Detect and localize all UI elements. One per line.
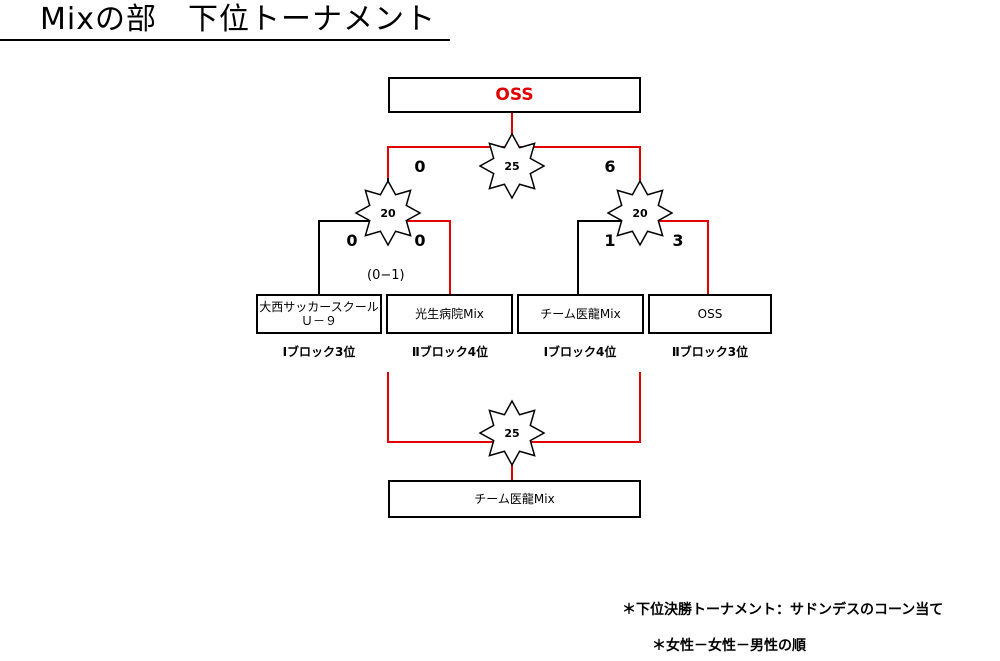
champion-name: OSS: [495, 85, 534, 105]
team-2-block-label: Ⅱブロック4位: [411, 345, 489, 359]
semifinal-2-score-right: 3: [672, 231, 684, 250]
final-right-line: [512, 146, 641, 186]
team-3-name: チーム医龍Mix: [540, 307, 621, 321]
third-place-right-line: [512, 372, 641, 443]
team-3-block-label: Ⅰブロック4位: [543, 345, 617, 359]
final-score-left: 0: [414, 157, 426, 176]
team-1-block-label: Ⅰブロック3位: [282, 345, 356, 359]
semifinal-2-score-left: 1: [604, 231, 616, 250]
third-place-left-line: [387, 372, 512, 443]
page-title: Mixの部 下位トーナメント: [40, 2, 436, 37]
note-rule-2: ＊女性－女性－男性の順: [652, 638, 806, 654]
semifinal-1-score-left: 0: [346, 231, 358, 250]
semifinal-1-score-right: 0: [414, 231, 426, 250]
semifinal-2-right-line: [640, 220, 709, 295]
final-minutes: 25: [504, 160, 519, 173]
star-badge-final: 25: [478, 132, 546, 200]
third-place-result-name: チーム医龍Mix: [474, 492, 555, 506]
semifinal-1-right-line: [388, 220, 451, 295]
title-underline: [0, 39, 450, 41]
champion-box: OSS: [388, 77, 641, 113]
team-box-1: 大西サッカースクール Ｕ－９: [256, 294, 382, 334]
star-badge-semifinal-1: 20: [354, 179, 422, 247]
semifinal-1-minutes: 20: [380, 207, 396, 220]
team-1-name: 大西サッカースクール: [259, 300, 379, 314]
final-score-right: 6: [604, 157, 616, 176]
semifinal-2-left-line: [577, 220, 640, 295]
team-box-3: チーム医龍Mix: [517, 294, 644, 334]
third-place-result-box: チーム医龍Mix: [388, 480, 641, 518]
star-badge-third-place: 25: [478, 399, 546, 467]
team-box-2: 光生病院Mix: [386, 294, 513, 334]
star-badge-semifinal-2: 20: [606, 179, 674, 247]
team-1-subname: Ｕ－９: [300, 314, 337, 328]
team-2-name: 光生病院Mix: [415, 307, 484, 321]
note-rule-1: ＊下位決勝トーナメント：サドンデスのコーン当て: [622, 602, 944, 618]
semifinal-1-left-line: [318, 220, 388, 295]
team-4-block-label: Ⅱブロック3位: [671, 345, 749, 359]
team-box-4: OSS: [648, 294, 772, 334]
team-4-name: OSS: [697, 307, 723, 321]
semifinal-1-pk-result: (0−1): [367, 268, 405, 283]
semifinal-2-minutes: 20: [632, 207, 648, 220]
third-place-minutes: 25: [504, 427, 519, 440]
final-left-line: [387, 146, 512, 178]
